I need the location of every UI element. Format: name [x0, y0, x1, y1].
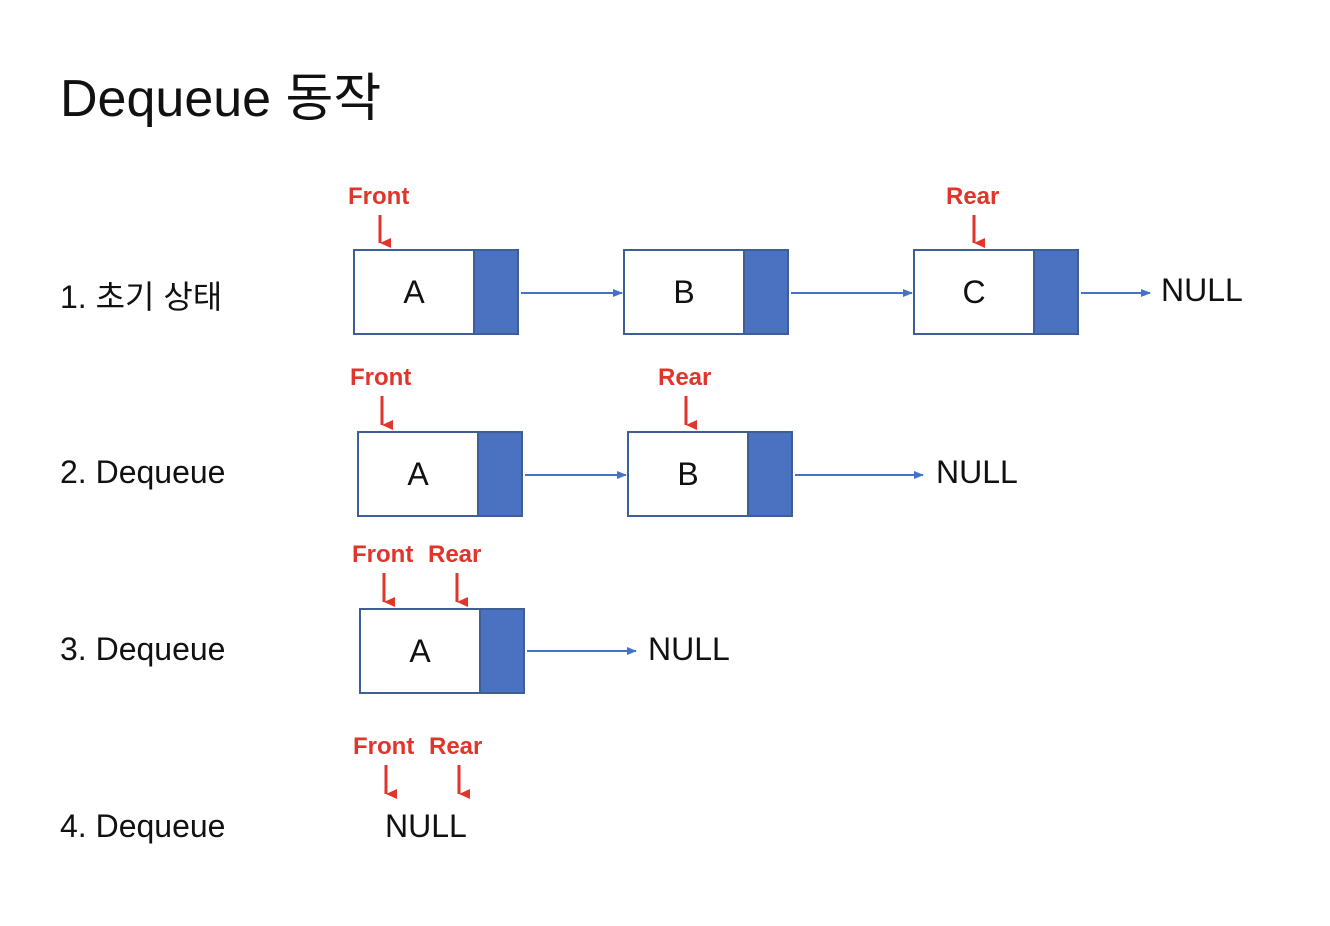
node-value: A — [355, 251, 475, 333]
node-link-field — [745, 251, 787, 333]
list-node: B — [627, 431, 793, 517]
null-terminator: NULL — [385, 808, 467, 844]
rear-pointer-label: Rear — [428, 541, 482, 568]
front-pointer-label: Front — [353, 733, 415, 760]
node-value: C — [915, 251, 1035, 333]
null-terminator: NULL — [936, 454, 1018, 490]
step-1-label: 1. 초기 상태 — [60, 279, 223, 315]
list-node: A — [359, 608, 525, 694]
node-link-field — [475, 251, 517, 333]
rear-pointer-label: Rear — [658, 364, 712, 391]
step-2-label: 2. Dequeue — [60, 454, 226, 490]
null-terminator: NULL — [648, 631, 730, 667]
node-link-field — [749, 433, 791, 515]
front-pointer-label: Front — [352, 541, 414, 568]
node-link-field — [479, 433, 521, 515]
front-pointer-label: Front — [348, 183, 410, 210]
list-node: B — [623, 249, 789, 335]
rear-pointer-label: Rear — [429, 733, 483, 760]
null-terminator: NULL — [1161, 272, 1243, 308]
front-pointer-label: Front — [350, 364, 412, 391]
list-node: C — [913, 249, 1079, 335]
node-value: A — [361, 610, 481, 692]
list-node: A — [353, 249, 519, 335]
node-link-field — [481, 610, 523, 692]
node-value: A — [359, 433, 479, 515]
rear-pointer-label: Rear — [946, 183, 1000, 210]
step-4-label: 4. Dequeue — [60, 808, 226, 844]
node-value: B — [625, 251, 745, 333]
list-node: A — [357, 431, 523, 517]
step-3-label: 3. Dequeue — [60, 631, 226, 667]
page-title: Dequeue 동작 — [60, 70, 382, 128]
node-value: B — [629, 433, 749, 515]
node-link-field — [1035, 251, 1077, 333]
